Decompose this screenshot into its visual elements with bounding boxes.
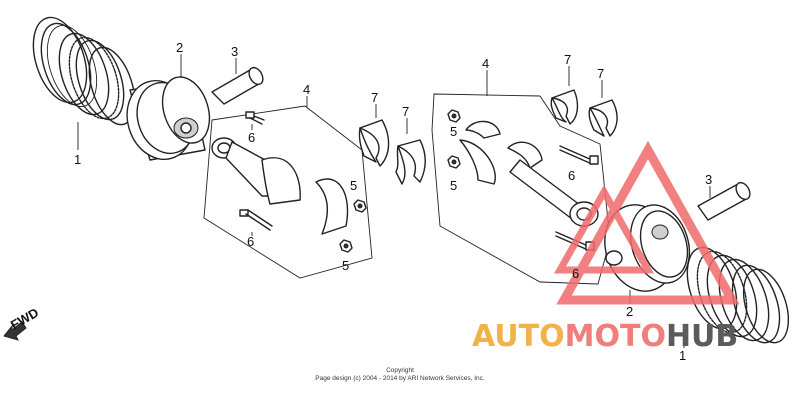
connecting-rod-box-left <box>203 105 373 279</box>
rod-cap-left <box>315 178 349 235</box>
label-piston-right: 2 <box>626 304 633 319</box>
copyright-notice: Page design (c) 2004 - 2014 by ARI Netwo… <box>315 375 485 382</box>
bearing-lower-left <box>395 139 426 185</box>
rod-cap-lower-right <box>459 139 496 185</box>
bearing-lower-right <box>588 99 618 137</box>
automotohub-logo <box>554 140 740 305</box>
piston-pin-left <box>211 66 264 105</box>
label-nut-lower-left: 5 <box>342 258 349 273</box>
watermark-hub: HUB <box>666 319 738 354</box>
label-rod-bolt-lower-right: 6 <box>572 266 579 281</box>
connecting-rod-right <box>507 141 599 227</box>
piston-pin-right <box>697 181 751 221</box>
bearing-upper-right <box>550 89 579 125</box>
label-connecting-rod-box-left: 4 <box>303 82 310 97</box>
rod-cap-upper-right <box>465 120 501 139</box>
bearing-upper-left <box>358 119 390 167</box>
label-piston-pin-right: 3 <box>705 172 712 187</box>
connecting-rod-box-right <box>431 93 611 285</box>
label-piston-ring-set-right: 1 <box>679 348 686 363</box>
label-rod-bolt-lower-left: 6 <box>247 234 254 249</box>
connecting-rod-left <box>211 137 301 205</box>
rod-bolt-upper-right <box>559 145 599 165</box>
rod-bolt-lower-left <box>239 209 273 231</box>
label-bearing-upper-left: 7 <box>371 90 378 105</box>
fwd-arrow-icon <box>3 321 27 341</box>
label-nut-upper-left: 5 <box>350 178 357 193</box>
nut-lower-left <box>339 239 353 253</box>
watermark-auto: AUTO <box>472 319 565 354</box>
label-nut-lower-right: 5 <box>450 178 457 193</box>
label-piston-ring-set-left: 1 <box>74 152 81 167</box>
nut-upper-left <box>353 199 367 213</box>
label-rod-bolt-upper-left: 6 <box>248 130 255 145</box>
label-bearing-lower-right: 7 <box>597 66 604 81</box>
piston-ring-set-left <box>32 16 136 126</box>
rod-bolt-upper-left <box>245 111 265 125</box>
label-piston-pin-left: 3 <box>231 44 238 59</box>
label-bearing-upper-right: 7 <box>564 52 571 67</box>
watermark-moto: MOTO <box>565 319 666 354</box>
piston-left <box>126 76 211 161</box>
label-piston-left: 2 <box>176 40 183 55</box>
watermark-text: AUTOMOTOHUB <box>472 319 738 354</box>
nut-lower-right <box>447 155 461 169</box>
label-connecting-rod-box-right: 4 <box>482 56 489 71</box>
label-bearing-lower-left: 7 <box>402 104 409 119</box>
nut-upper-right <box>447 109 461 123</box>
label-rod-bolt-upper-right: 6 <box>568 168 575 183</box>
copyright-title: Copyright <box>386 367 414 374</box>
label-nut-upper-right: 5 <box>450 124 457 139</box>
